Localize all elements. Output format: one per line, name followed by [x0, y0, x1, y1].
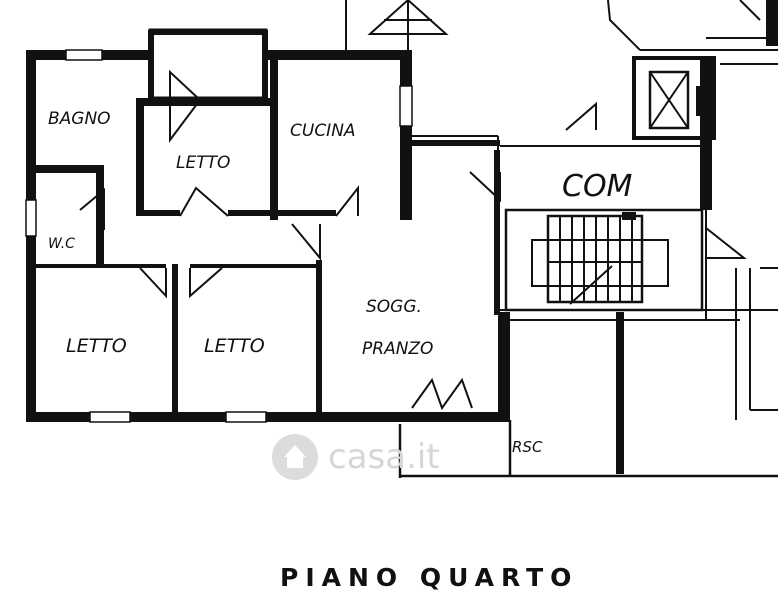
room-label-wc: W.C	[48, 236, 75, 252]
room-label-bagno: BAGNO	[48, 109, 111, 129]
room-label-rsc: RSC	[512, 438, 543, 456]
room-label-letto-left: LETTO	[66, 335, 127, 357]
staircase	[504, 208, 704, 312]
room-label-cucina: CUCINA	[290, 121, 356, 141]
window-marks	[25, 49, 413, 423]
storage-box	[148, 28, 268, 100]
interior-walls	[36, 60, 500, 414]
rsc-area	[398, 420, 778, 478]
room-label-pranzo: PRANZO	[362, 339, 433, 359]
common-area-walls	[500, 63, 778, 474]
elevator-shaft	[632, 56, 716, 210]
room-label-common: COM	[562, 169, 633, 204]
door-swings	[79, 69, 597, 411]
building-context	[345, 0, 778, 150]
room-label-letto-mid: LETTO	[204, 335, 265, 357]
floor-label: PIANO QUARTO	[280, 563, 579, 592]
room-label-soggiorno: SOGG.	[366, 297, 422, 317]
room-label-letto-small: LETTO	[176, 153, 230, 173]
